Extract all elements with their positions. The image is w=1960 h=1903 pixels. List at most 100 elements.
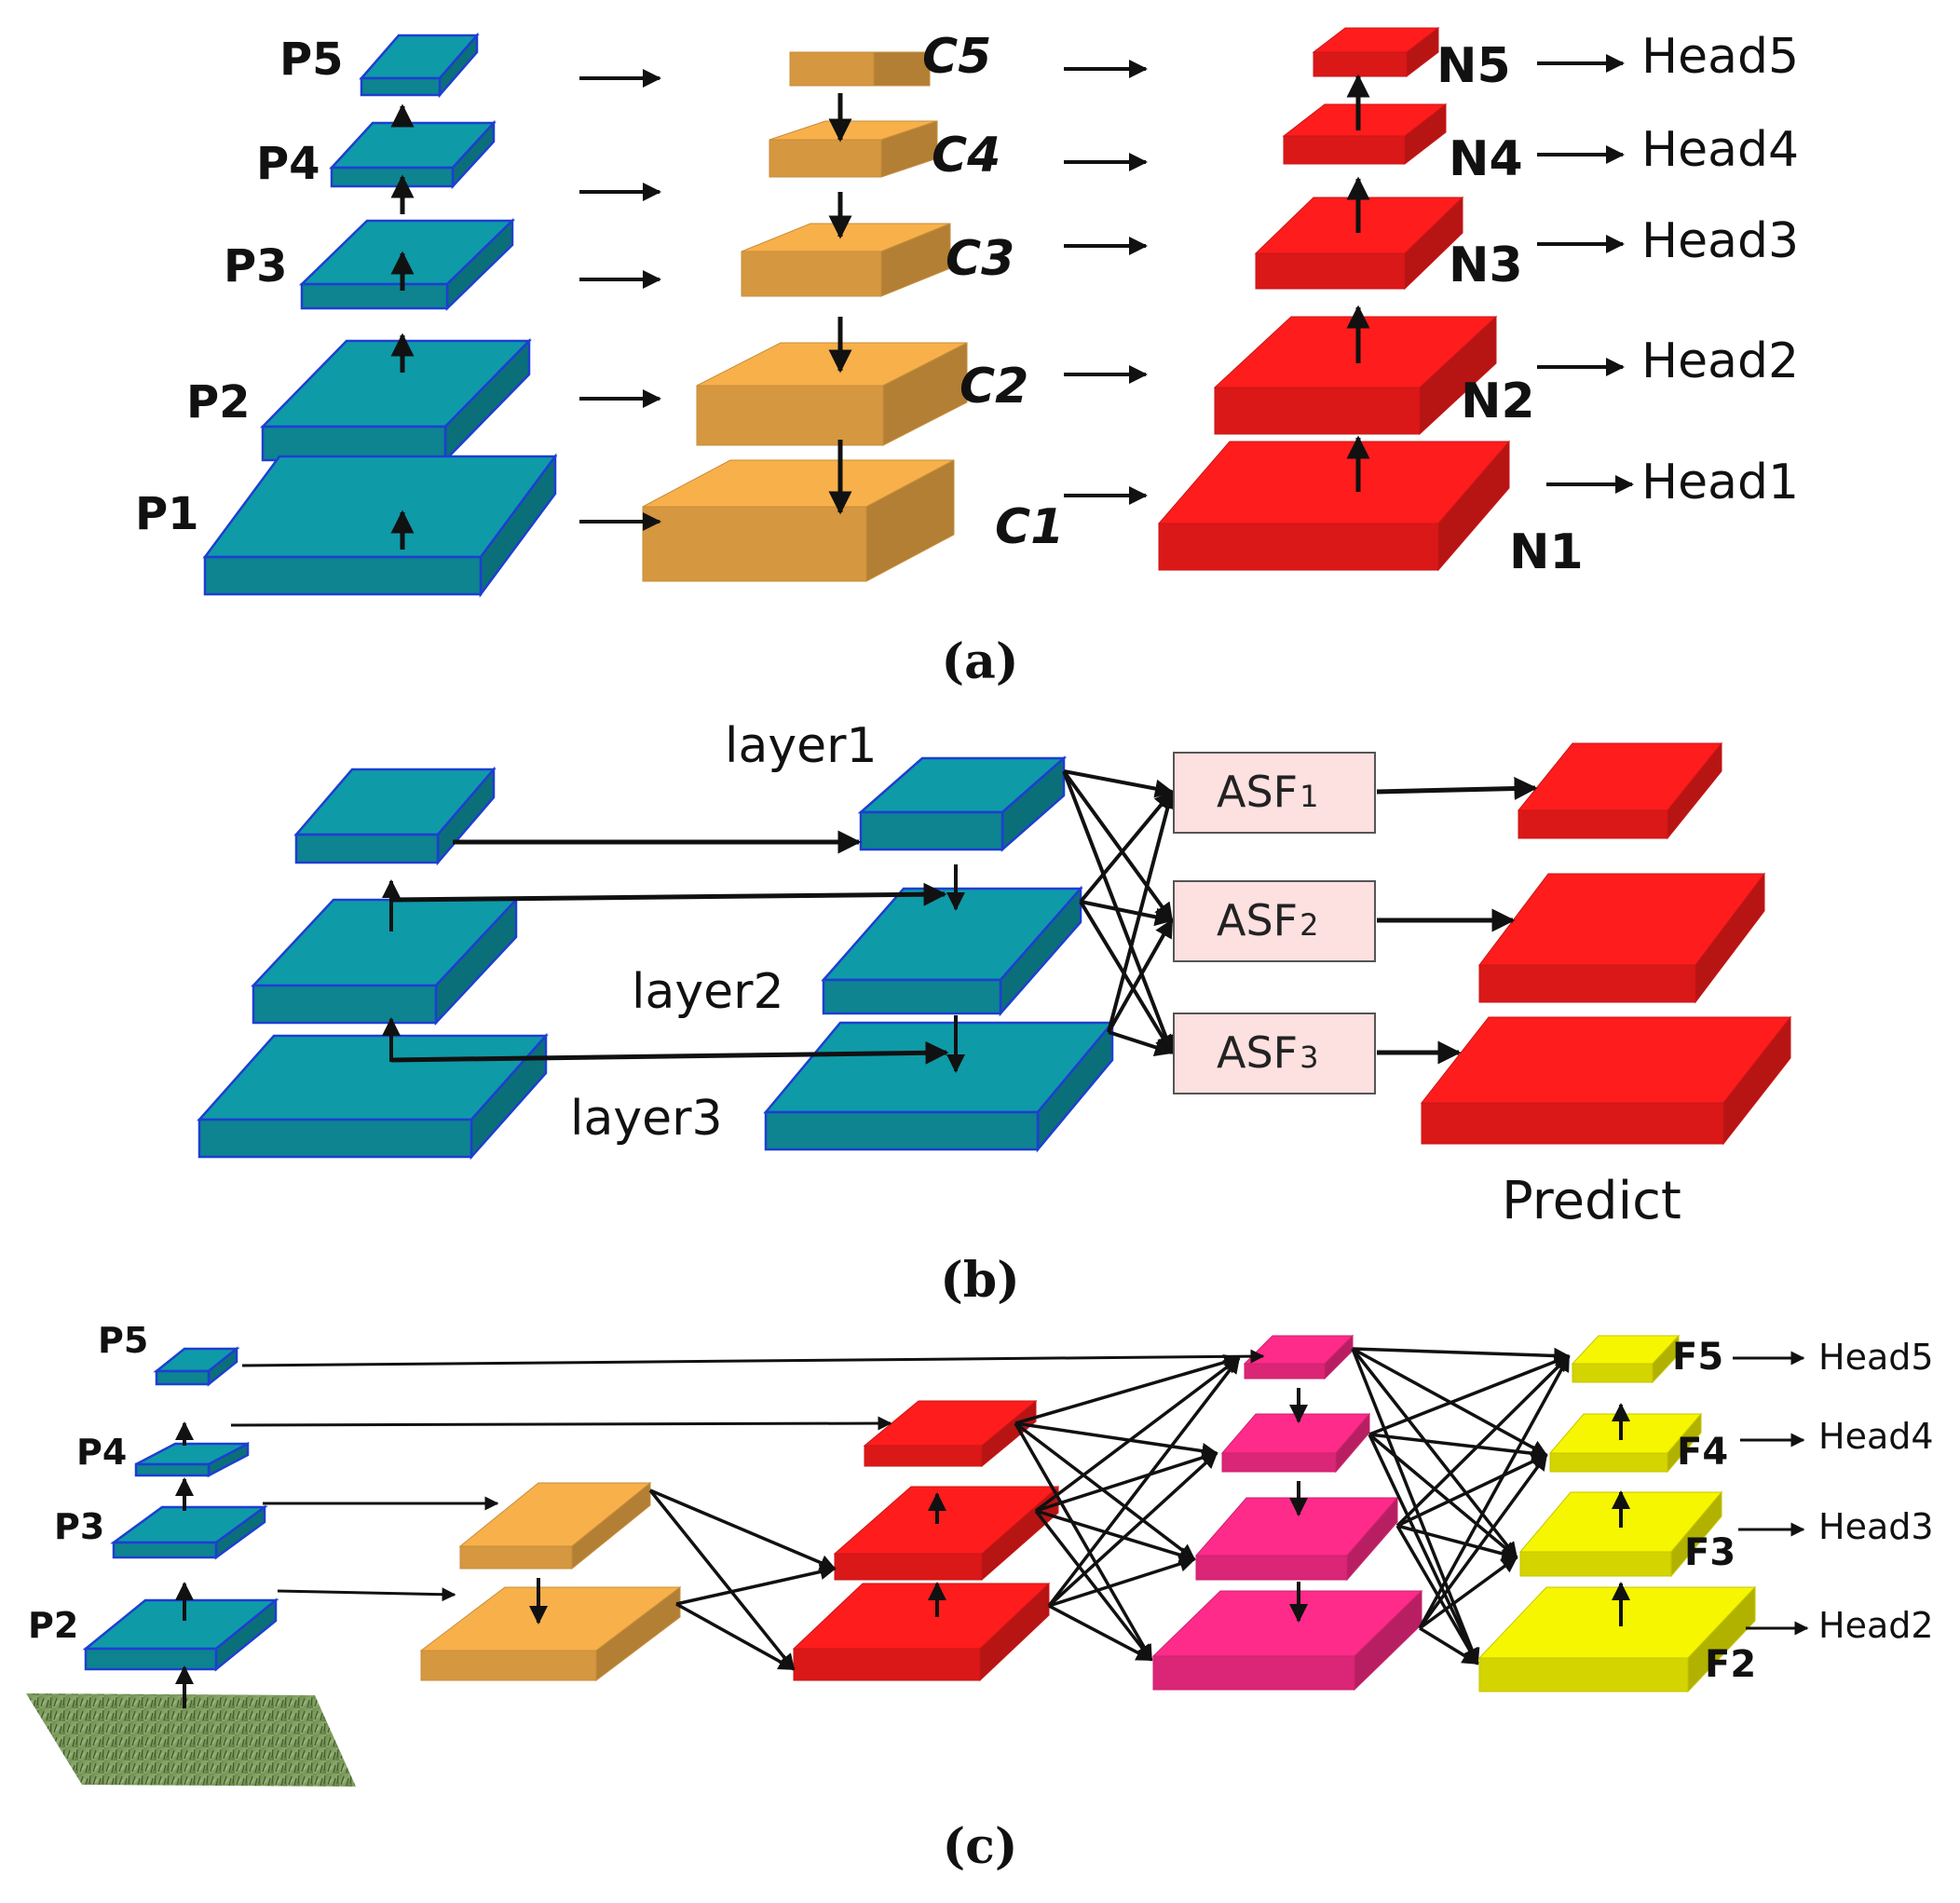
b-left-slab-3 <box>197 1032 549 1161</box>
c-p-slab-2 <box>82 1597 279 1672</box>
c-r-k-13 <box>1047 1451 1218 1608</box>
c-y-slab-5 <box>1571 1334 1681 1384</box>
panel-a-c-labels: C5 C4 C3 C2 C1 <box>922 29 1064 555</box>
panel-a: P5 P4 P3 P2 P1 C5 C4 C3 C2 C1 N5 N4 N3 N… <box>135 26 1799 690</box>
b-fuse-arrow-3 <box>1079 790 1174 904</box>
asf-box-2: ASF2 <box>1173 880 1376 962</box>
n-slab-2 <box>1213 315 1498 436</box>
b-fuse-arrow-0 <box>1063 769 1174 798</box>
c-k-y-23 <box>1368 1434 1479 1665</box>
label-c-head5: Head5 <box>1818 1337 1934 1378</box>
c-k-y-31 <box>1419 1626 1479 1665</box>
c-o-r-1 <box>648 1488 796 1671</box>
asf-label-3: ASF3 <box>1217 1027 1319 1078</box>
c-k-slab-2 <box>1220 1412 1371 1474</box>
label-p3: P3 <box>224 240 288 292</box>
b-fuse-arrow-7 <box>1107 918 1174 1033</box>
n-slab-1 <box>1157 440 1511 572</box>
label-c-head4: Head4 <box>1818 1416 1934 1457</box>
b-fuse-arrow-4 <box>1080 900 1174 927</box>
caption-a: (a) <box>942 633 1019 690</box>
c-k-slab-3 <box>1194 1496 1399 1582</box>
c-r-k-11 <box>1034 1509 1153 1662</box>
asf-label-2: ASF2 <box>1217 895 1319 945</box>
label-p2: P2 <box>186 376 251 428</box>
label-head2: Head2 <box>1641 333 1799 389</box>
panel-a-n-labels: N5 N4 N3 N2 N1 <box>1436 38 1584 580</box>
input-image <box>26 1693 356 1787</box>
caption-c: (c) <box>943 1818 1018 1875</box>
c-y-slab-3 <box>1518 1490 1723 1578</box>
p-slab-5 <box>359 32 480 99</box>
label-c-p5: P5 <box>98 1320 148 1361</box>
panel-c-head-labels: Head5 Head4 Head3 Head2 <box>1818 1337 1934 1646</box>
panel-a-p-labels: P5 P4 P3 P2 P1 <box>135 34 344 540</box>
c-r-k-9 <box>1035 1449 1218 1513</box>
panel-c-f-labels: F5 F4 F3 F2 <box>1672 1336 1756 1686</box>
label-layer3: layer3 <box>570 1091 723 1147</box>
c-p-slab-3 <box>110 1504 268 1560</box>
label-n2: N2 <box>1461 374 1535 429</box>
c-k-y-16 <box>1352 1347 1571 1365</box>
c-o-r-2 <box>675 1563 837 1606</box>
label-c3: C3 <box>946 231 1014 287</box>
label-c-head3: Head3 <box>1818 1506 1934 1547</box>
b-fuse-arrow-5 <box>1079 900 1174 1054</box>
c-p2-to-orange <box>277 1587 456 1602</box>
b-feed-arrow-3 <box>390 1040 949 1065</box>
label-p4: P4 <box>256 138 320 190</box>
b-predict-slab-3 <box>1420 1015 1792 1146</box>
b-mid-slab-2 <box>821 885 1083 1017</box>
c-slab-3 <box>741 223 951 297</box>
c-k-y-24 <box>1395 1354 1571 1528</box>
c-slab-1 <box>642 459 955 582</box>
c-p-slab-4 <box>134 1441 250 1478</box>
c-r-slab-1 <box>863 1399 1038 1468</box>
c-r-k-7 <box>1014 1422 1153 1662</box>
label-f4: F4 <box>1677 1431 1728 1474</box>
b-fuse-arrow-2 <box>1062 770 1175 1054</box>
c-o-slab-2 <box>419 1585 682 1682</box>
label-p5: P5 <box>279 34 344 86</box>
caption-b: (b) <box>940 1252 1020 1309</box>
b-fuse-arrow-6 <box>1107 790 1177 1033</box>
p-slab-3 <box>298 218 516 311</box>
label-f3: F3 <box>1684 1531 1735 1574</box>
label-c-head2: Head2 <box>1818 1605 1934 1646</box>
label-c-p3: P3 <box>54 1506 104 1547</box>
c-y-slab-2 <box>1477 1585 1757 1693</box>
panel-c-p-labels: P5 P4 P3 P2 <box>28 1320 148 1646</box>
b-feed-arrow-2 <box>390 882 947 906</box>
label-c4: C4 <box>932 128 1000 184</box>
c-k-y-26 <box>1396 1524 1518 1562</box>
c-r-slab-2 <box>833 1485 1060 1582</box>
c-r-k-15 <box>1048 1604 1153 1662</box>
c-r-k-8 <box>1034 1356 1241 1513</box>
c-r-k-10 <box>1035 1509 1196 1563</box>
c-o-r-3 <box>675 1602 796 1671</box>
c-k-y-28 <box>1418 1354 1571 1629</box>
label-layer2: layer2 <box>632 964 784 1020</box>
asf-box-3: ASF3 <box>1173 1013 1376 1094</box>
c-r-slab-3 <box>792 1582 1051 1682</box>
b-left-slab-2 <box>251 896 519 1026</box>
c-p5-to-pink <box>241 1349 1265 1367</box>
n-slab-3 <box>1254 196 1464 291</box>
b-predict-slab-1 <box>1517 741 1723 840</box>
label-c1: C1 <box>995 499 1064 555</box>
c-o-r-0 <box>649 1488 837 1570</box>
c-slab-2 <box>696 342 968 446</box>
c-k-y-25 <box>1396 1453 1548 1528</box>
label-c2: C2 <box>960 359 1028 415</box>
panel-c: P5 P4 P3 P2 F5 F4 F3 F2 Head5 Head4 Head… <box>26 1320 1934 1875</box>
label-n4: N4 <box>1449 131 1523 187</box>
p-slab-4 <box>329 119 497 190</box>
b-left-slab-1 <box>293 766 497 866</box>
c-k-y-18 <box>1351 1347 1518 1559</box>
label-head1: Head1 <box>1641 455 1799 510</box>
n-slab-5 <box>1312 26 1440 78</box>
p-slab-2 <box>260 337 532 464</box>
c-r-k-14 <box>1048 1556 1196 1608</box>
label-n1: N1 <box>1509 524 1584 580</box>
